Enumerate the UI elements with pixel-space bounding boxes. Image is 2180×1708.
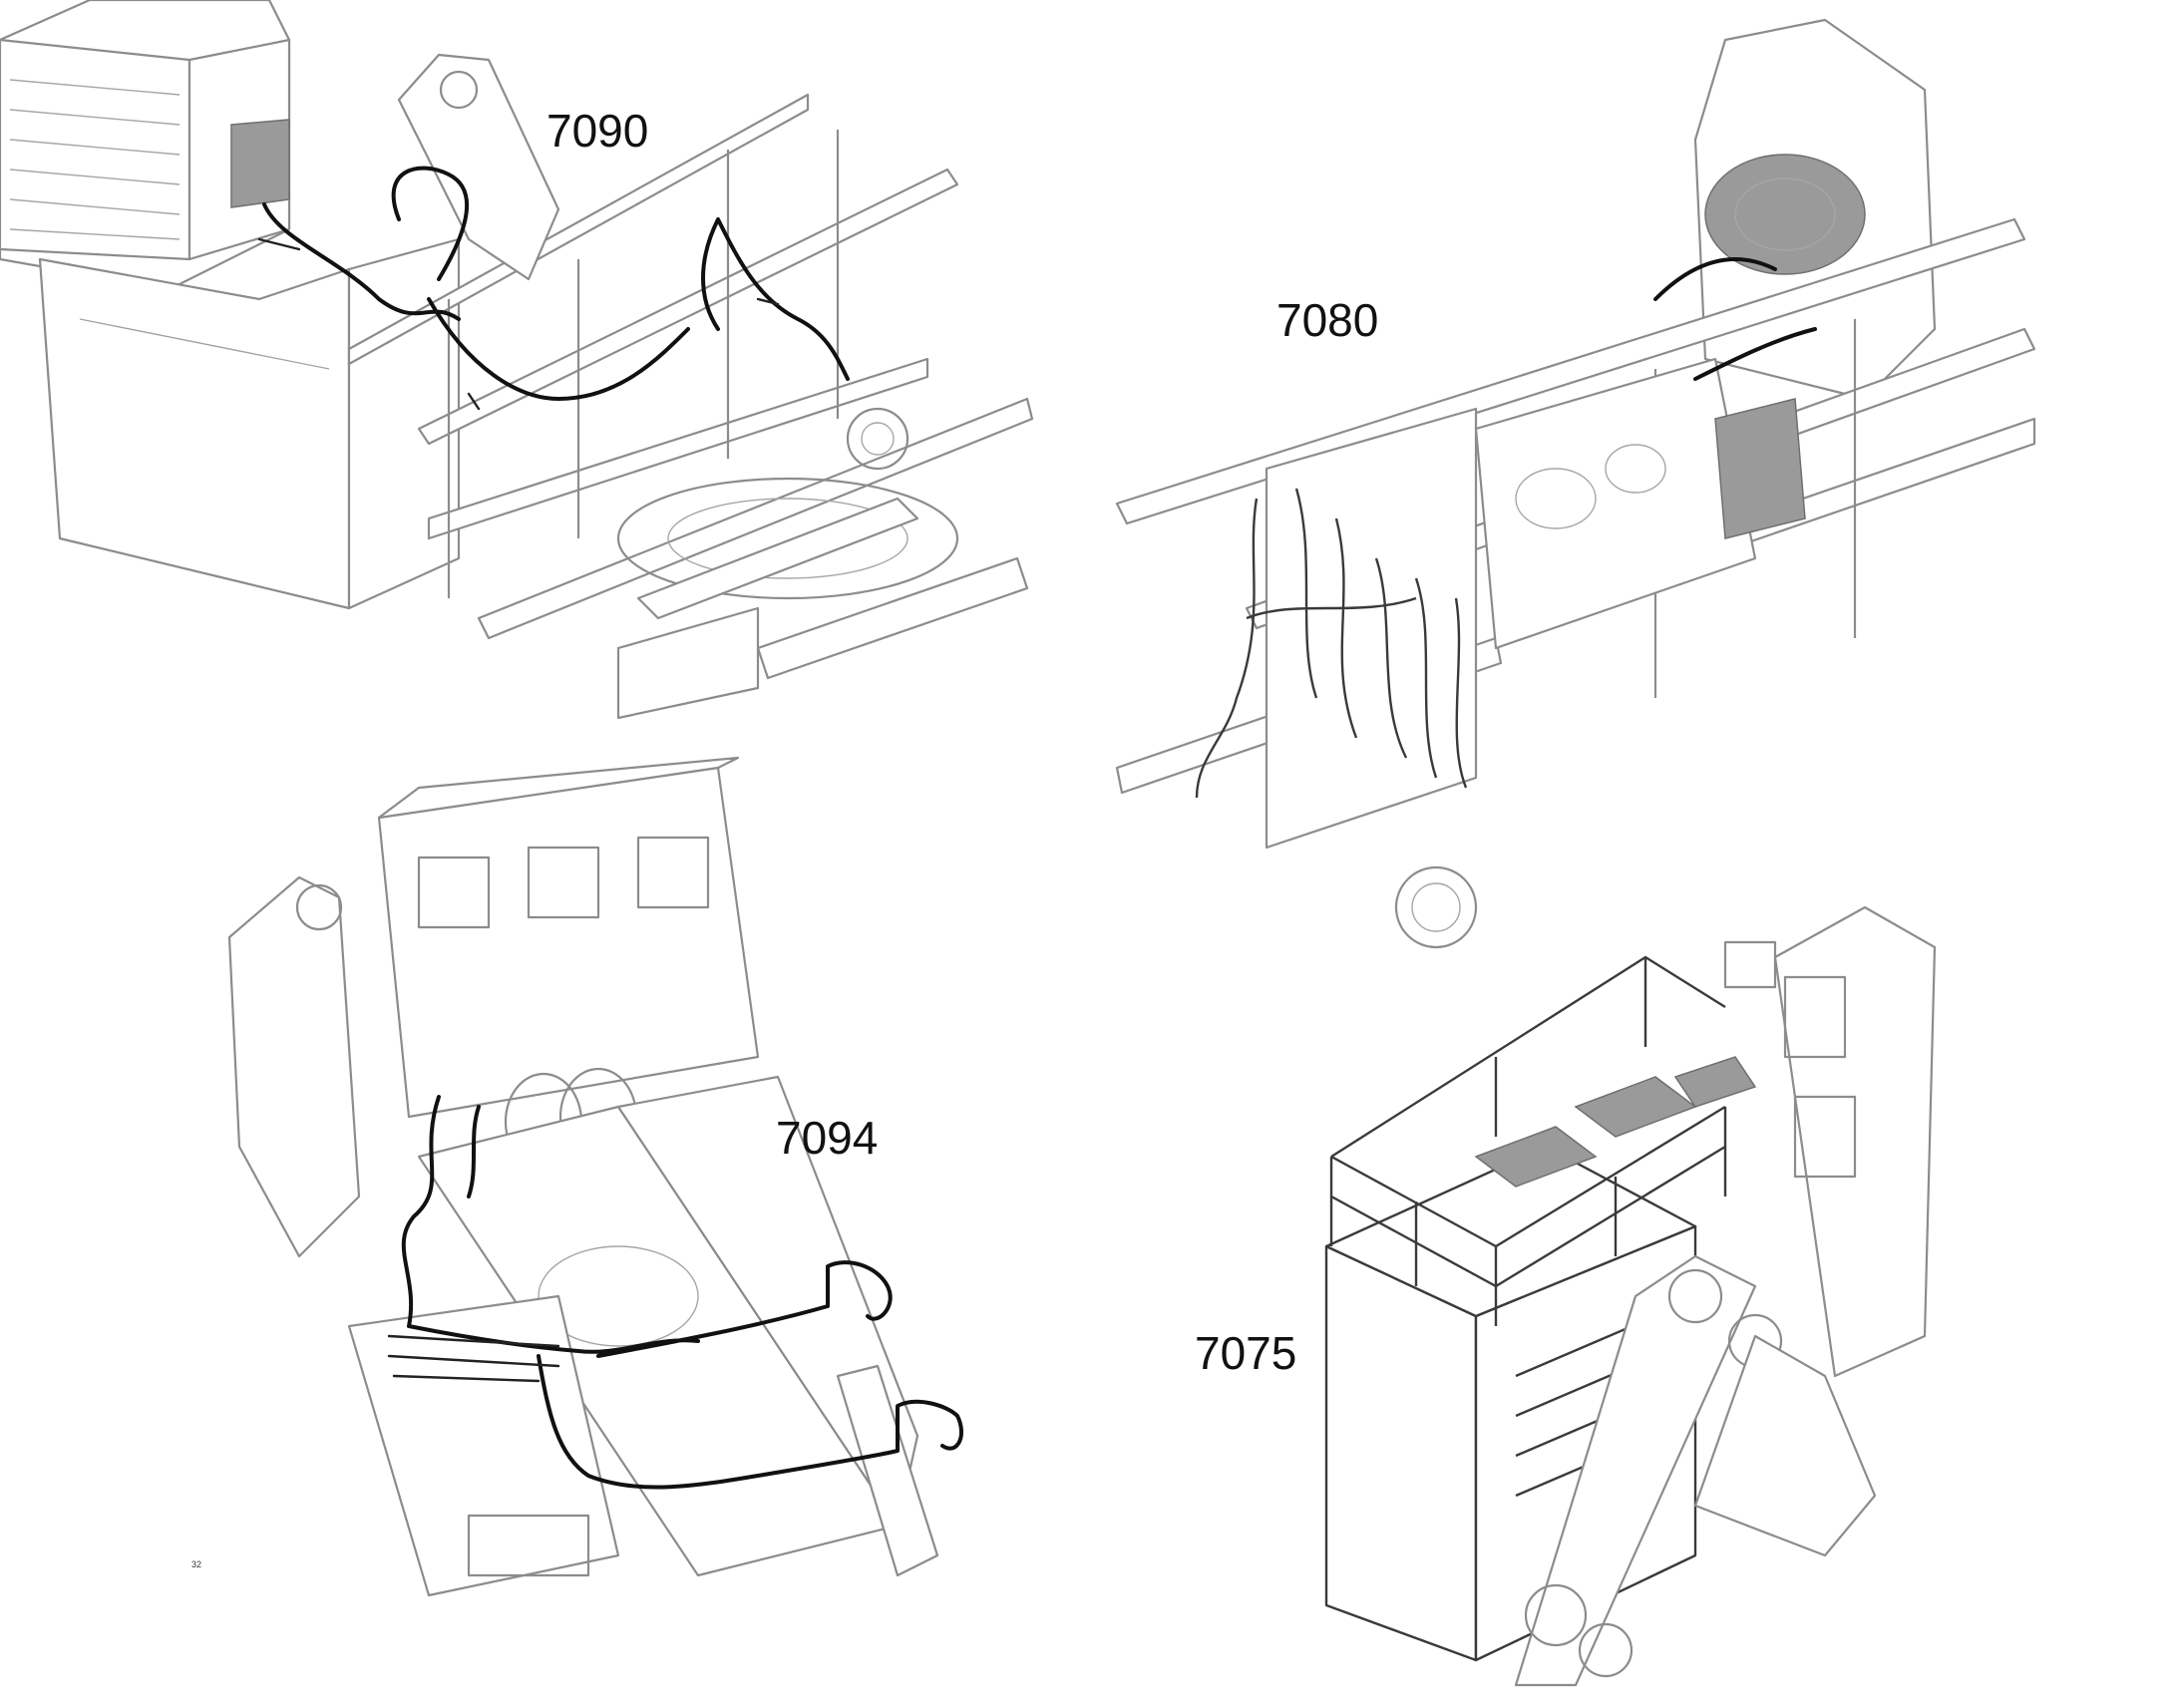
harness-7090: [262, 166, 850, 401]
hoses-7080: [1195, 488, 1468, 799]
view-7080-engine-assembly: [1115, 18, 2036, 949]
callout-7090: 7090: [546, 105, 649, 157]
battery-box-7075: [1324, 1244, 1478, 1662]
callout-7094: 7094: [776, 1112, 879, 1164]
main-beams-7090: [347, 93, 1034, 640]
view-7075-battery-platform: [1324, 905, 1937, 1687]
callout-7080: 7080: [1276, 294, 1379, 346]
callout-7075: 7075: [1195, 1327, 1297, 1379]
view-7090-frame-assembly: [0, 0, 1034, 720]
cabinet-7090: [0, 0, 291, 291]
harness-7094: [401, 1095, 963, 1490]
slew-ring-opening-7094: [538, 1245, 699, 1347]
boom-links-7075: [1514, 1254, 1877, 1687]
cooling-fan-7080: [1704, 154, 1866, 275]
view-7094-chassis-harness: [227, 756, 963, 1597]
guard-rail-7075: [1329, 955, 1727, 1326]
page-number: 32: [191, 1559, 202, 1569]
